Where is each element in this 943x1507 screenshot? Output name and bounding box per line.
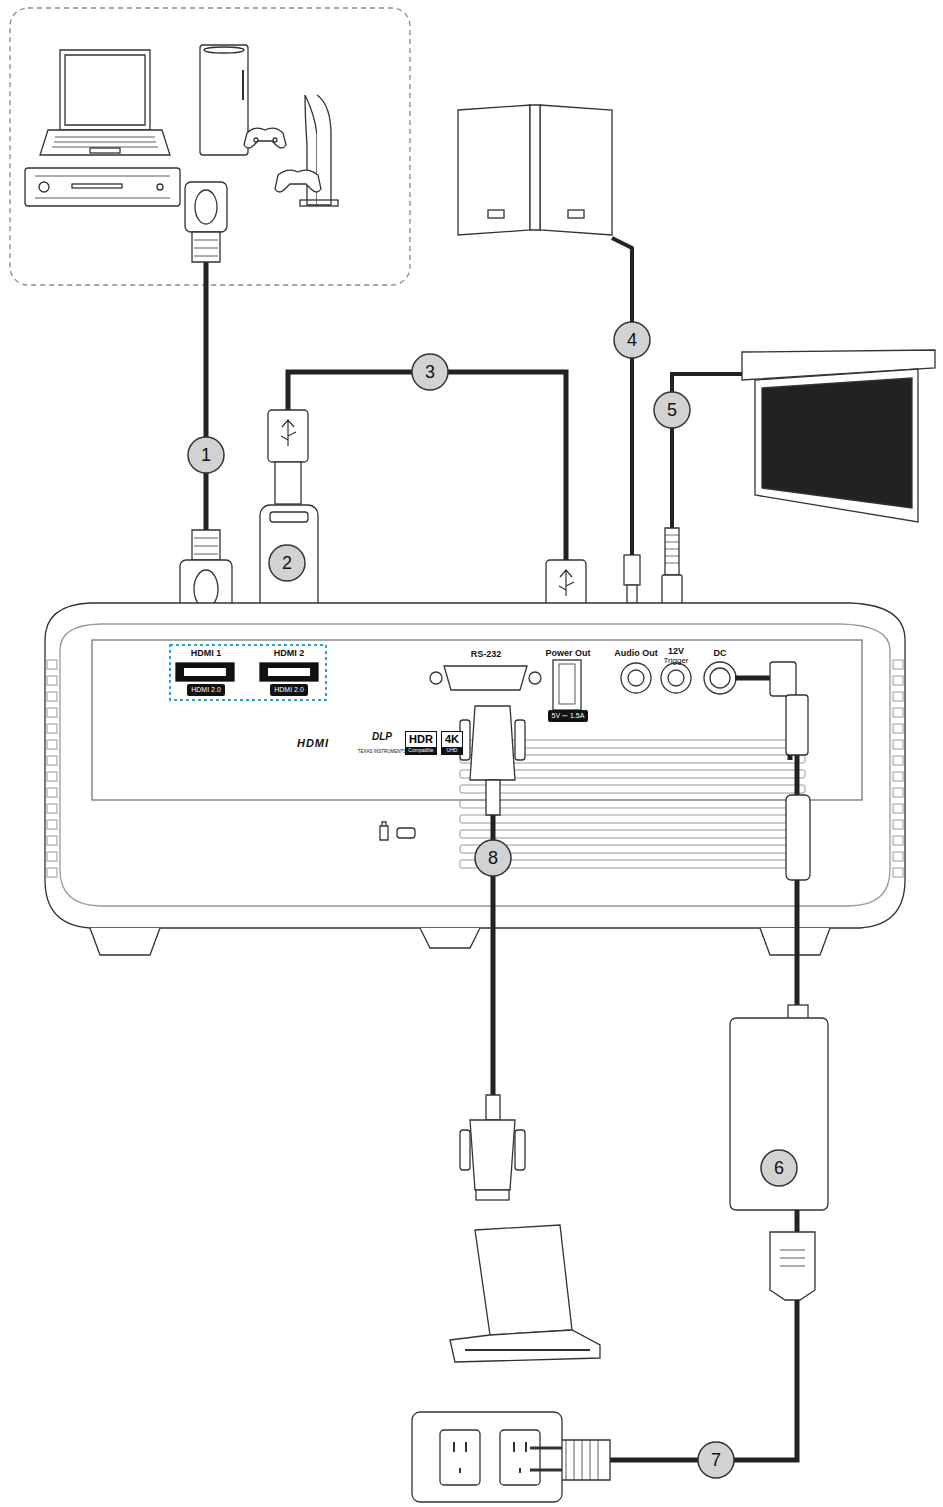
callout-number: 5 <box>667 401 677 419</box>
vent-slot <box>460 785 805 793</box>
dlp-logo: DLP <box>372 732 392 742</box>
side-vent <box>893 660 903 669</box>
callout-number: 6 <box>774 1159 784 1177</box>
port-label: DC <box>714 649 727 658</box>
port-label: Trigger <box>663 657 688 665</box>
side-vent <box>47 692 57 701</box>
vent-slot <box>460 830 805 838</box>
side-vent <box>893 756 903 765</box>
side-vent <box>893 724 903 733</box>
side-vent <box>47 836 57 845</box>
port-label: RS-232 <box>471 650 502 659</box>
side-vent <box>47 740 57 749</box>
badge-text: HDR <box>406 732 436 747</box>
side-vent <box>47 804 57 813</box>
vent-slot <box>460 815 805 823</box>
spec-badge: HDMI 2.0 <box>270 684 308 695</box>
side-vent <box>893 836 903 845</box>
port-label: HDMI 1 <box>191 649 222 658</box>
side-vent <box>893 788 903 797</box>
logo-badge: HDRCompatible <box>405 731 437 755</box>
vent-slot <box>460 800 805 808</box>
callout-number: 4 <box>627 331 637 349</box>
badge-text: HDMI 2.0 <box>270 684 308 695</box>
port-label: HDMI 2 <box>274 649 305 658</box>
side-vent <box>893 692 903 701</box>
side-vent <box>893 804 903 813</box>
badge-text: 4K <box>442 732 462 747</box>
port-label: 12V <box>668 647 684 656</box>
side-vent <box>47 708 57 717</box>
callout-number: 3 <box>425 363 435 381</box>
side-vent <box>47 756 57 765</box>
port-label: Power Out <box>545 649 590 658</box>
side-vent <box>893 676 903 685</box>
badge-text: HDMI 2.0 <box>187 684 225 695</box>
logo-badge: 4KUHD <box>441 731 463 755</box>
callout-number: 1 <box>201 446 211 464</box>
side-vent <box>47 676 57 685</box>
side-vent <box>47 660 57 669</box>
callout-number: 2 <box>282 554 292 572</box>
vent-slot <box>460 845 805 853</box>
callout-number: 7 <box>711 1451 721 1469</box>
side-vent <box>47 868 57 877</box>
badge-text: Compatible <box>406 747 436 754</box>
side-vent <box>47 772 57 781</box>
spec-badge: HDMI 2.0 <box>187 684 225 695</box>
logo-subtext: TEXAS INSTRUMENTS <box>358 750 407 755</box>
side-vent <box>47 820 57 829</box>
side-vent <box>47 724 57 733</box>
badge-text: UHD <box>442 747 462 754</box>
side-vent <box>893 852 903 861</box>
side-vent <box>893 708 903 717</box>
callout-number: 8 <box>488 849 498 867</box>
side-vent <box>47 788 57 797</box>
side-vent <box>47 852 57 861</box>
side-vent <box>893 772 903 781</box>
badge-text: 5V ⎓ 1.5A <box>548 710 589 721</box>
side-vent <box>893 740 903 749</box>
side-vent <box>893 868 903 877</box>
port-label: Audio Out <box>614 649 658 658</box>
hdmi-logo: HDMI <box>297 738 329 749</box>
spec-badge: 5V ⎓ 1.5A <box>548 710 589 721</box>
side-vent <box>893 820 903 829</box>
vent-slot <box>460 860 805 868</box>
